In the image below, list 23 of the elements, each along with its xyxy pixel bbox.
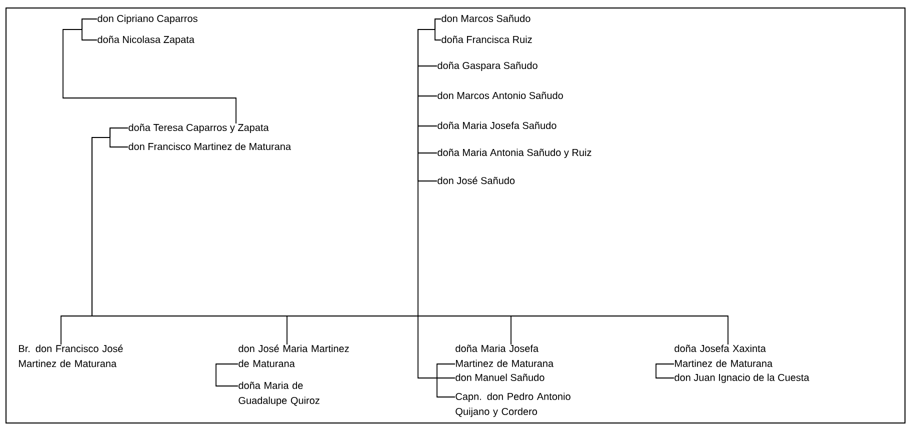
person-name: Br. don Francisco José Martinez de Maturana [19,344,123,368]
family-line [92,128,728,345]
person-name: don José Maria Martinez de Maturana [238,344,349,368]
person-name: don Juan Ignacio de la Cuesta [674,374,810,383]
person-name: Capn. don Pedro Antonio Quijano y Cordero [456,392,570,417]
person-name: doña Maria Josefa Sañudo [438,122,556,130]
family-line [62,18,236,124]
person-name: doña Gaspara Sañudo [438,62,538,72]
person-name: doña Maria de Guadalupe Quiroz [238,382,320,406]
person-name: doña Nicolasa Zapata [98,36,194,46]
family-line [656,364,674,378]
person-name: doña Maria Antonia Sañudo y Ruiz [438,148,592,158]
person-name: don Marcos Sañudo [442,14,530,22]
person-name: don Cipriano Caparros [98,14,198,24]
person-name: don José Sañudo [438,176,515,184]
family-line [418,18,456,378]
person-name: don Marcos Antonio Sañudo [438,92,563,100]
person-name: don Manuel Sañudo [456,374,544,382]
family-line [216,364,238,386]
person-name: doña Francisca Ruiz [442,36,532,44]
family-line [436,364,456,398]
person-name: doña Teresa Caparros y Zapata [128,124,269,134]
person-name: don Francisco Martinez de Maturana [128,142,292,150]
